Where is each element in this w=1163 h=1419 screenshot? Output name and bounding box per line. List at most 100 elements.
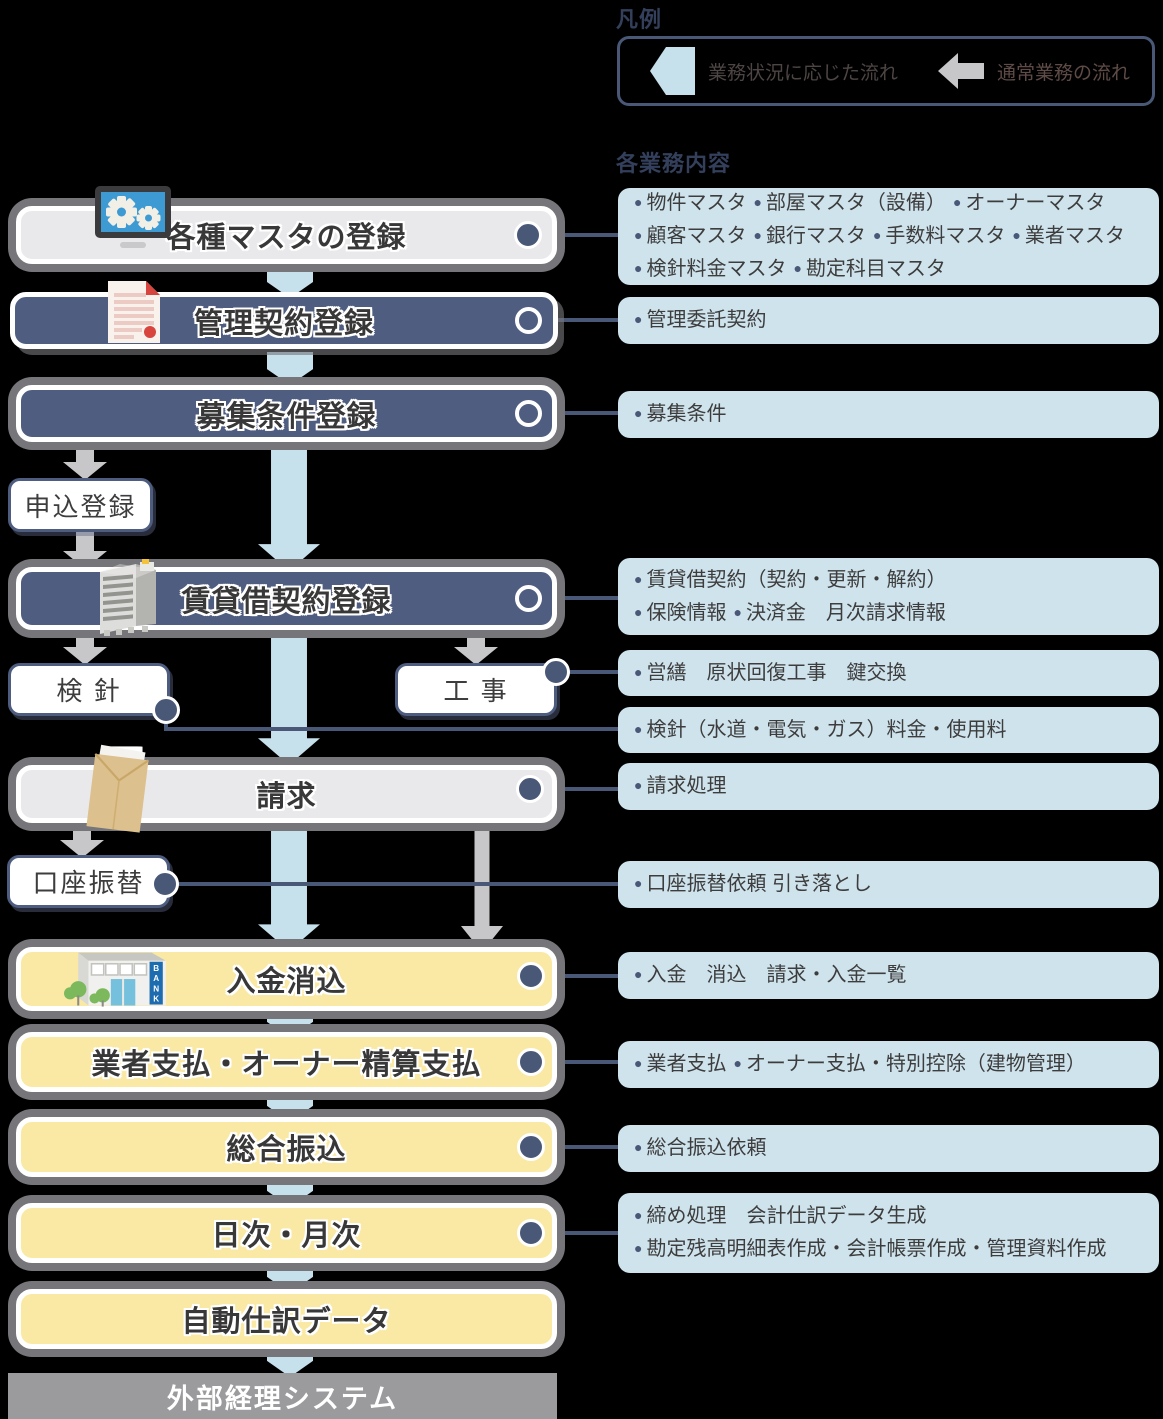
content-item: ●勘定残高明細表作成・会計帳票作成・管理資料作成 — [634, 1233, 1106, 1266]
content-item-label: 総合振込依頼 — [646, 1137, 767, 1159]
blue-flow-arrow-icon — [267, 352, 313, 385]
application-registration-box: 申込登録 — [8, 478, 153, 532]
daily-monthly-box: 日次・月次 — [16, 1203, 557, 1263]
content-row-management-detail: ●管理委託契約 — [618, 297, 1159, 344]
connector-line-lease-contract — [528, 596, 618, 600]
dot-connector-icon — [542, 658, 570, 686]
meter-reading-label: 検 針 — [56, 676, 122, 706]
connector-line-master-registration — [528, 233, 618, 237]
content-item-label: 賃貸借契約（契約・更新・解約） — [646, 568, 947, 591]
connector-line-construction — [556, 670, 618, 674]
blue-flow-arrow-icon — [258, 631, 320, 765]
content-item: ●物件マスタ — [634, 187, 746, 220]
recruitment-conditions-label: 募集条件登録 — [196, 400, 377, 433]
content-item: ●入金 消込 請求・入金一覧 — [634, 959, 906, 992]
content-line: ●請求処理 — [634, 770, 1159, 803]
bulk-transfer-box: 総合振込 — [16, 1117, 557, 1177]
content-item-label: 部屋マスタ（設備） — [765, 192, 946, 214]
dot-connector-icon — [516, 775, 544, 803]
construction-label: 工 事 — [443, 676, 509, 706]
content-row-lease-detail: ●賃貸借契約（契約・更新・解約）●保険情報●決済金 月次請求情報 — [618, 558, 1159, 635]
content-item: ●オーナー支払・特別控除（建物管理） — [733, 1048, 1085, 1081]
bullet-icon: ● — [1012, 227, 1021, 243]
conditional-flow-arrow-icon — [650, 47, 695, 95]
svg-text:N: N — [153, 984, 159, 993]
dot-connector-icon — [517, 962, 545, 990]
content-item: ●賃貸借契約（契約・更新・解約） — [634, 564, 946, 597]
content-line: ●募集条件 — [634, 398, 1159, 431]
management-contract-box: 管理契約登録 — [10, 292, 558, 349]
content-item-label: 勘定残高明細表作成・会計帳票作成・管理資料作成 — [646, 1238, 1107, 1260]
content-row-master-detail: ●物件マスタ●部屋マスタ（設備）●オーナーマスタ●顧客マスタ●銀行マスタ●手数料… — [618, 188, 1159, 285]
blue-flow-arrow-icon — [258, 824, 320, 951]
connector-line-vendor-owner-payment — [531, 1060, 618, 1064]
content-item: ●口座振替依頼 引き落とし — [634, 868, 872, 901]
bullet-icon: ● — [634, 663, 643, 680]
bullet-icon: ● — [733, 1055, 742, 1071]
external-accounting-label: 外部経理システム — [166, 1383, 399, 1414]
svg-text:K: K — [153, 994, 159, 1003]
content-row-recruitment-detail: ●募集条件 — [618, 391, 1159, 438]
content-row-deposit-detail: ●入金 消込 請求・入金一覧 — [618, 952, 1159, 999]
bullet-icon: ● — [634, 405, 643, 421]
content-item: ●部屋マスタ（設備） — [753, 187, 945, 220]
content-item: ●銀行マスタ — [753, 220, 865, 253]
legend-title: 凡例 — [616, 7, 663, 32]
bullet-icon: ● — [634, 1139, 643, 1155]
legend-item-label: 通常業務の流れ — [997, 62, 1131, 84]
svg-text:A: A — [153, 974, 159, 983]
auto-journal-label: 自動仕訳データ — [181, 1306, 392, 1338]
content-item: ●検針（水道・電気・ガス）料金・使用料 — [634, 714, 1006, 747]
content-item-label: 顧客マスタ — [646, 225, 747, 247]
bullet-icon: ● — [634, 1207, 643, 1223]
bullet-icon: ● — [634, 875, 643, 891]
bullet-icon: ● — [753, 227, 762, 243]
content-line: ●勘定残高明細表作成・会計帳票作成・管理資料作成 — [634, 1233, 1159, 1266]
dot-connector-icon — [517, 1219, 545, 1247]
content-item: ●請求処理 — [634, 770, 726, 803]
content-row-meter-detail: ●検針（水道・電気・ガス）料金・使用料 — [618, 707, 1159, 753]
connector-line-bulk-transfer — [531, 1145, 618, 1149]
content-item-label: 手数料マスタ — [885, 225, 1006, 247]
content-line: ●顧客マスタ●銀行マスタ●手数料マスタ●業者マスタ — [634, 220, 1159, 253]
vendor-owner-payment-label: 業者支払・オーナー精算支払 — [91, 1049, 482, 1081]
dot-connector-icon — [514, 221, 542, 249]
gray-flow-arrow-icon — [63, 444, 107, 480]
content-item: ●営繕 原状回復工事 鍵交換 — [634, 657, 906, 690]
bullet-icon: ● — [634, 570, 643, 587]
connector-line-daily-monthly — [531, 1231, 618, 1235]
bullet-icon: ● — [634, 720, 643, 737]
bullet-icon: ● — [634, 194, 643, 210]
deposit-reconciliation-label: 入金消込 — [226, 966, 347, 998]
svg-text:B: B — [153, 964, 159, 973]
content-item: ●業者支払 — [634, 1048, 726, 1081]
content-line: ●営繕 原状回復工事 鍵交換 — [634, 657, 1159, 690]
connector-line-recruitment-conditions — [528, 411, 618, 415]
auto-journal-box: 自動仕訳データ — [16, 1289, 557, 1349]
content-row-billing-detail: ●請求処理 — [618, 763, 1159, 810]
bullet-icon: ● — [753, 194, 762, 210]
content-item-label: 銀行マスタ — [765, 225, 866, 247]
content-row-bulk-transfer-detail: ●総合振込依頼 — [618, 1125, 1159, 1172]
meter-reading-box: 検 針 — [8, 663, 170, 716]
bullet-icon: ● — [634, 966, 643, 982]
account-transfer-label: 口座振替 — [32, 868, 145, 898]
account-transfer-box: 口座振替 — [7, 855, 170, 908]
content-line: ●総合振込依頼 — [634, 1132, 1159, 1165]
content-line: ●賃貸借契約（契約・更新・解約） — [634, 564, 1159, 597]
bullet-icon: ● — [634, 311, 643, 327]
content-row-payment-detail: ●業者支払●オーナー支払・特別控除（建物管理） — [618, 1041, 1159, 1088]
content-line: ●締め処理 会計仕訳データ生成 — [634, 1200, 1159, 1233]
connector-line-account-transfer — [165, 882, 618, 886]
content-line: ●管理委託契約 — [634, 304, 1159, 337]
document-icon — [106, 279, 162, 345]
content-item-label: 管理委託契約 — [646, 309, 767, 331]
bullet-icon: ● — [634, 1055, 643, 1071]
application-registration-label: 申込登録 — [24, 491, 137, 522]
content-line: ●物件マスタ●部屋マスタ（設備）●オーナーマスタ — [634, 187, 1159, 220]
gray-flow-arrow-icon — [454, 629, 498, 665]
billing-label: 請求 — [256, 781, 317, 813]
content-row-closing-detail: ●締め処理 会計仕訳データ生成●勘定残高明細表作成・会計帳票作成・管理資料作成 — [618, 1193, 1159, 1273]
